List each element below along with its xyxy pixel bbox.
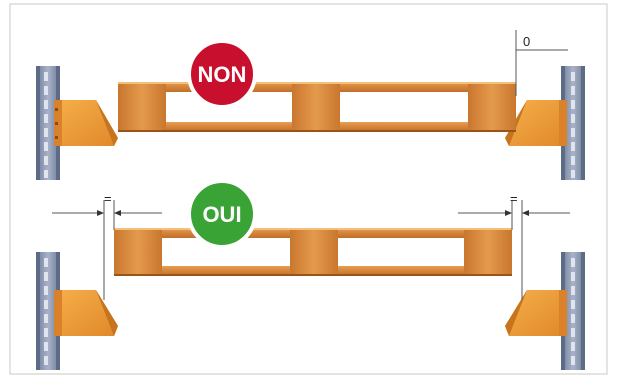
rack-bracket-icon <box>505 290 567 336</box>
oui-badge-label: OUI <box>202 202 241 227</box>
top-scenario: 0 NON <box>36 30 585 180</box>
zero-gap-indicator: 0 <box>515 30 568 96</box>
rack-bracket-icon <box>54 100 118 146</box>
non-badge-label: NON <box>198 62 247 87</box>
dimension-arrow-icon: = <box>458 191 570 300</box>
pallet-icon <box>118 82 516 132</box>
oui-badge: OUI <box>187 179 257 249</box>
pallet-icon <box>114 228 512 276</box>
dimension-arrow-icon: = <box>52 191 162 300</box>
right-gap-label: = <box>510 191 518 206</box>
rack-bracket-icon <box>54 290 118 336</box>
left-gap-label: = <box>104 191 112 206</box>
non-badge: NON <box>187 39 257 109</box>
rack-bracket-icon <box>505 100 567 146</box>
bottom-scenario: = = OUI <box>36 179 585 370</box>
gap-label: 0 <box>523 34 530 49</box>
